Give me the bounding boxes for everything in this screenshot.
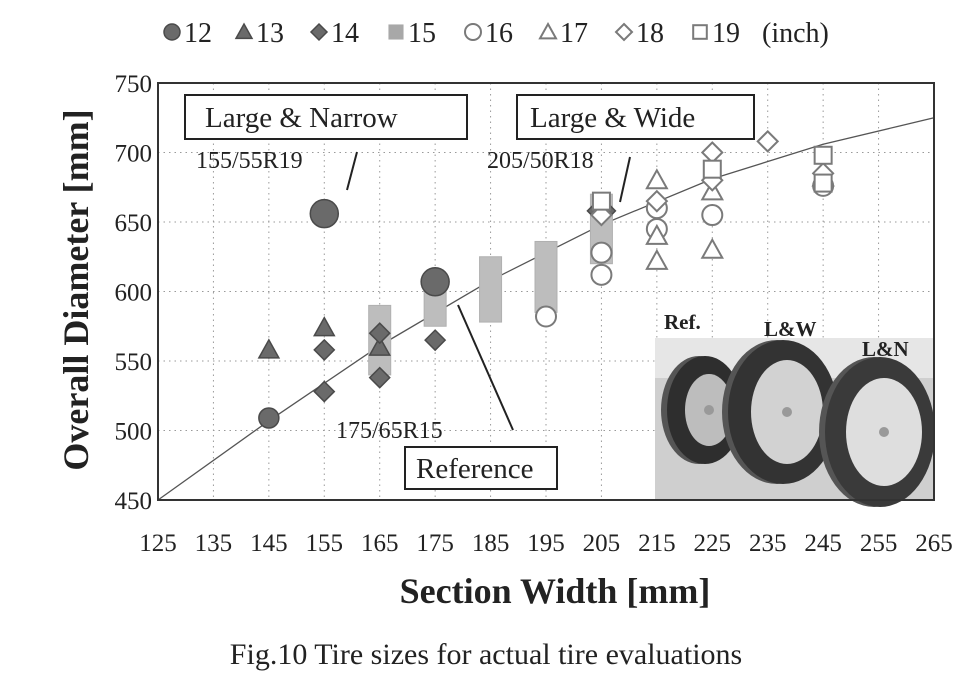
x-tick-labels: 125 135 145 155 165 175 185 195 205 215 225 235 245 2…	[139, 530, 953, 557]
annotation-leader	[457, 304, 514, 431]
x-tick-label: 175	[416, 530, 454, 557]
y-tick-labels: 450 500 550 600 650 700 750	[115, 71, 153, 515]
figure-caption: Fig.10 Tire sizes for actual tire evalua…	[229, 638, 743, 671]
y-tick-label: 450	[115, 488, 153, 515]
point-series-12	[420, 267, 450, 297]
x-tick-label: 225	[694, 530, 732, 557]
legend-label-13: 13	[256, 18, 284, 49]
data-points	[257, 129, 835, 429]
tire-hub	[704, 405, 714, 415]
point-series-19	[813, 145, 833, 165]
y-tick-label: 750	[115, 71, 153, 98]
x-tick-label: 145	[250, 530, 288, 557]
legend-label-14: 14	[331, 18, 359, 49]
legend-marker-14	[309, 22, 329, 42]
chart-legend: 12 13 14 15 16 17 18 19 (inch)	[163, 18, 829, 49]
legend-marker-16	[464, 23, 482, 41]
point-series-18	[756, 129, 780, 153]
x-tick-label: 255	[860, 530, 898, 557]
point-series-17	[645, 168, 669, 190]
point-series-14	[368, 366, 391, 389]
point-series-17	[645, 248, 669, 270]
legend-label-19: 19	[712, 18, 740, 49]
point-series-16	[590, 263, 613, 286]
x-tick-label: 235	[749, 530, 787, 557]
x-tick-label: 135	[195, 530, 233, 557]
legend-unit: (inch)	[762, 18, 829, 49]
point-series-14	[313, 338, 336, 361]
bar-15	[534, 240, 558, 313]
y-tick-label: 600	[115, 280, 153, 307]
series-15-bars	[368, 193, 613, 376]
annotation-size-label: 175/65R15	[336, 418, 443, 444]
x-tick-label: 165	[361, 530, 399, 557]
annotation-size-label: 155/55R19	[196, 148, 303, 174]
x-tick-label: 155	[306, 530, 344, 557]
y-tick-label: 700	[115, 141, 153, 168]
x-tick-label: 125	[139, 530, 177, 557]
point-series-17	[645, 223, 669, 245]
annotation-box	[184, 94, 468, 140]
point-series-12	[309, 198, 340, 229]
legend-marker-15	[388, 24, 404, 40]
legend-marker-12	[163, 23, 181, 41]
x-tick-label: 215	[638, 530, 676, 557]
y-tick-label: 550	[115, 349, 153, 376]
legend-label-16: 16	[485, 18, 513, 49]
tire-size-chart: 12 13 14 15 16 17 18 19 (inch) Ref. L&W L&N Large …	[56, 18, 953, 611]
plot-frame	[157, 82, 935, 501]
point-series-18	[700, 141, 724, 164]
photo-label: L&N	[862, 337, 909, 361]
legend-marker-17	[538, 21, 558, 40]
legend-label-15: 15	[408, 18, 436, 49]
x-tick-label: 195	[527, 530, 565, 557]
annotation-size-label: 205/50R18	[487, 148, 594, 174]
annotation-box	[516, 94, 755, 140]
photo-label: Ref.	[664, 310, 701, 334]
tire-hub	[782, 407, 792, 417]
y-tick-label: 500	[115, 419, 153, 446]
tire-photo: Ref. L&W L&N	[655, 310, 935, 507]
annotations: Large & Narrow 155/55R19 Large & Wide 205/5…	[184, 94, 755, 490]
y-tick-label: 650	[115, 210, 153, 237]
x-tick-label: 265	[915, 530, 953, 557]
point-series-19	[813, 173, 833, 193]
annotation-box-text: Large & Wide	[530, 102, 695, 134]
point-series-14	[313, 380, 336, 403]
photo-label: L&W	[764, 317, 817, 341]
legend-label-17: 17	[560, 18, 588, 49]
x-axis-label: Section Width [mm]	[400, 571, 711, 611]
bar-15	[479, 256, 503, 323]
point-series-16	[701, 204, 724, 227]
point-series-13	[257, 338, 281, 359]
annotation-box	[404, 446, 558, 490]
x-tick-label: 245	[804, 530, 842, 557]
legend-marker-19	[692, 24, 708, 40]
point-series-16	[590, 241, 613, 264]
x-tick-label: 205	[583, 530, 621, 557]
annotation-leader	[346, 151, 358, 191]
point-series-19	[702, 159, 722, 179]
point-series-16	[535, 305, 557, 328]
legend-label-12: 12	[184, 18, 212, 49]
point-series-12	[258, 407, 280, 429]
point-series-18	[645, 189, 669, 213]
point-series-13	[313, 316, 336, 337]
point-series-14	[424, 329, 447, 352]
point-series-13	[368, 335, 391, 356]
point-series-17	[700, 237, 724, 259]
point-series-14	[368, 322, 391, 345]
tire-hub	[879, 427, 889, 437]
legend-label-18: 18	[636, 18, 664, 49]
annotation-box-text: Reference	[416, 453, 534, 485]
annotation-box-text: Large & Narrow	[205, 102, 398, 134]
legend-marker-18	[614, 22, 634, 42]
point-series-19	[591, 191, 611, 211]
annotation-leader	[619, 156, 631, 203]
x-tick-label: 185	[472, 530, 510, 557]
y-axis-label: Overall Diameter [mm]	[56, 109, 96, 470]
legend-marker-13	[234, 22, 254, 40]
